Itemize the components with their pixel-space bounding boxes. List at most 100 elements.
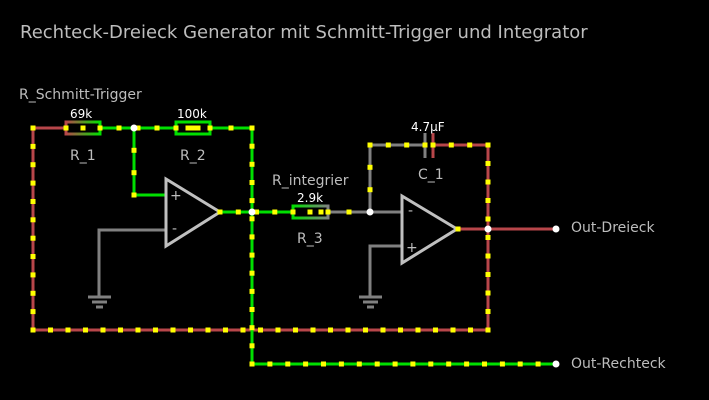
r1-value: 69k: [70, 107, 92, 121]
current-dot: [415, 327, 421, 333]
current-dot: [485, 161, 491, 166]
current-dot: [367, 187, 373, 193]
current-dot: [410, 361, 416, 367]
junction-node: [366, 208, 374, 216]
current-dot: [485, 272, 491, 277]
current-dot: [116, 125, 122, 131]
current-dot: [48, 327, 53, 333]
current-dot: [188, 327, 193, 333]
current-dot: [207, 125, 213, 131]
current-dot: [275, 327, 281, 333]
opamp2-plus: +: [406, 240, 418, 256]
current-dot: [30, 235, 36, 241]
current-dot: [345, 327, 351, 333]
opamp-integrator[interactable]: - +: [400, 193, 460, 266]
current-dot: [499, 361, 505, 367]
current-dot: [367, 142, 373, 148]
current-dot: [249, 234, 255, 240]
junction-node: [248, 208, 256, 216]
current-dot: [293, 327, 298, 333]
current-dot: [430, 142, 436, 148]
current-dot: [464, 361, 470, 367]
terminal-out-triangle[interactable]: [552, 225, 560, 233]
r2-value: 100k: [177, 107, 207, 121]
current-dot: [385, 142, 391, 148]
current-dot: [363, 327, 368, 333]
current-dot: [249, 288, 255, 294]
current-dot: [433, 327, 438, 333]
current-dot: [254, 209, 259, 215]
current-dot: [249, 125, 255, 131]
current-dot: [446, 361, 452, 367]
opamp1-minus: -: [172, 221, 177, 237]
current-dot: [303, 361, 309, 367]
terminal-out-square[interactable]: [552, 360, 560, 368]
current-dot: [131, 192, 137, 198]
current-dot: [249, 180, 255, 185]
current-dot: [30, 309, 36, 315]
current-dot: [30, 180, 36, 186]
opamp-schmitt[interactable]: + -: [164, 176, 223, 249]
r2-name: R_2: [180, 148, 206, 164]
current-dot: [63, 125, 69, 131]
current-dot: [30, 327, 36, 333]
current-dot: [83, 327, 88, 333]
ground-symbol-2: [359, 295, 382, 309]
schmitt-trigger-label: R_Schmitt-Trigger: [19, 87, 142, 103]
current-dot: [249, 143, 255, 149]
opamp2-minus: -: [408, 203, 413, 219]
current-dot: [535, 361, 541, 367]
current-dot: [30, 290, 36, 296]
current-dot: [249, 343, 255, 349]
current-dot: [307, 209, 313, 215]
out-square-label: Out-Rechteck: [571, 356, 667, 372]
junction-node: [130, 124, 138, 132]
current-dot: [422, 142, 428, 148]
integrator-label: R_integrier: [272, 173, 349, 189]
current-dot: [485, 253, 491, 259]
wire-neutral-net: [97, 143, 427, 296]
opamp1-plus: +: [170, 188, 182, 204]
current-dot: [367, 164, 373, 170]
current-dot: [318, 209, 324, 215]
current-dot: [154, 125, 160, 131]
current-dot: [249, 361, 255, 367]
current-dots: [30, 125, 559, 367]
current-dot: [485, 327, 491, 333]
current-dot: [258, 327, 263, 333]
current-dot: [135, 327, 141, 333]
current-dot: [310, 327, 316, 333]
current-dot: [80, 125, 86, 131]
c1-value: 4.7µF: [411, 120, 445, 134]
current-dot: [485, 179, 491, 185]
current-dot: [131, 147, 137, 153]
current-dot: [173, 125, 179, 131]
current-dot: [217, 209, 223, 215]
current-dot: [30, 272, 36, 278]
current-dot: [118, 327, 123, 333]
current-dot: [249, 307, 255, 312]
current-dot: [374, 361, 380, 367]
ground-symbol-1: [88, 295, 111, 309]
current-dot: [100, 327, 106, 333]
current-dot: [30, 217, 36, 223]
current-dot: [153, 327, 158, 333]
current-dot: [249, 270, 255, 276]
current-dot: [398, 327, 403, 333]
current-dot: [65, 327, 71, 333]
current-dot: [325, 209, 331, 215]
current-dot: [392, 361, 398, 367]
current-dot: [338, 361, 344, 367]
current-dot: [321, 361, 326, 367]
current-dot: [448, 142, 454, 148]
current-dot: [223, 327, 228, 333]
current-dot: [455, 226, 461, 232]
r1-name: R_1: [70, 148, 96, 164]
current-dot: [290, 209, 296, 215]
current-dot: [404, 142, 410, 148]
current-dot: [272, 209, 278, 215]
current-dot: [249, 216, 255, 222]
current-dot: [346, 209, 352, 215]
current-dot: [228, 125, 234, 131]
